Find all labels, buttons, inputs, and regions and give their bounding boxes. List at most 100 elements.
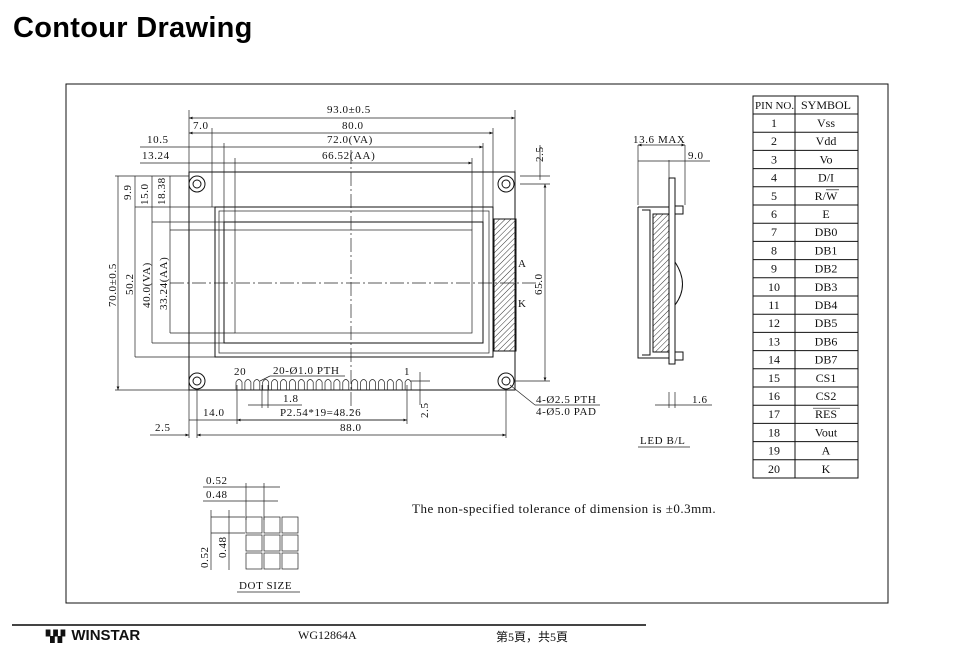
dot-height: 0.48 [217,536,229,558]
dot-cell [281,534,299,552]
pin-symbol: DB2 [815,262,838,276]
pin-pad [386,379,394,390]
dim-1-8: 1.8 [283,393,299,405]
dim-9-9: 9.9 [122,184,134,200]
pin-symbol: Vout [815,425,838,439]
dim-40-va: 40.0(VA) [141,262,153,308]
dim-70: 70.0±0.5 [107,263,119,307]
pin-symbol: K [822,462,831,476]
hole-note-pad: 4-Ø5.0 PAD [536,406,597,418]
dim-80: 80.0 [342,120,364,132]
pin-20-label: 20 [234,366,246,378]
dim-pitch: P2.54*19=48.26 [280,407,361,419]
pin-pad [342,379,350,390]
pin-number: 17 [768,407,780,421]
pin-pad [315,379,323,390]
pin-number: 10 [768,280,780,294]
dim-10-5: 10.5 [147,134,169,146]
pin-symbol: R/W [815,189,838,203]
dim-13-6-max: 13.6 MAX [633,134,685,146]
dim-72-va: 72.0(VA) [327,134,373,146]
pin-pad [351,379,359,390]
dim-15: 15.0 [139,183,151,205]
pth-note: 20-Ø1.0 PTH [273,365,340,377]
pin-pad [306,379,314,390]
pin-symbol: D/I [818,171,834,185]
viewing-area [223,221,484,344]
tolerance-note: The non-specified tolerance of dimension… [412,501,716,516]
pin-symbol: Vo [819,152,832,166]
mounting-hole [188,175,206,193]
pin-number: 12 [768,316,780,330]
pin-symbol: A [822,444,831,458]
dot-height-pitch: 0.52 [199,546,211,568]
table-row: 3 Vo [771,152,833,166]
pin-pad [297,379,305,390]
pin-number: 6 [771,207,777,221]
active-area [234,229,473,334]
pin-symbol: CS2 [816,389,837,403]
pin-symbol: DB4 [815,298,838,312]
dot-cell [263,516,281,534]
dim-13-24: 13.24 [142,150,170,162]
drawing-frame [65,83,889,604]
symbol-header: SYMBOL [801,98,851,112]
dim-18-38: 18.38 [156,177,168,205]
pin-number: 1 [771,116,777,130]
dim-2-5-left: 2.5 [155,422,171,434]
pin-pad [253,379,261,390]
mounting-holes [188,175,515,390]
mounting-hole [497,372,515,390]
pin-number: 3 [771,152,777,166]
table-row: 14 DB7 [768,353,837,367]
mounting-hole [188,372,206,390]
table-row: 10 DB3 [768,280,837,294]
pin-symbol: DB3 [815,280,838,294]
dot-cell [263,552,281,570]
dot-cell [245,516,263,534]
dot-cell [263,534,281,552]
pin-number: 4 [771,171,777,185]
table-row: 1 Vss [771,116,835,130]
pin-number: 19 [768,444,780,458]
pin-symbol: RES [815,407,837,421]
label-anode: A [518,258,527,270]
pin-symbol: CS1 [816,371,837,385]
dim-65: 65.0 [533,273,545,295]
dim-88: 88.0 [340,422,362,434]
pin-number: 18 [768,425,780,439]
pin-number: 2 [771,134,777,148]
label-cathode: K [518,298,527,310]
side-view: 13.6 MAX 9.0 1.6 LED B/L [633,134,712,448]
dim-14: 14.0 [203,407,225,419]
model-number: WG12864A [298,628,357,642]
table-row: 4 D/I [771,171,834,185]
logo-mark-icon: ▚▚▘ [46,631,69,643]
table-row: 19 A [768,444,831,458]
table-row: 17 RES [768,407,840,421]
dim-1-6: 1.6 [692,394,708,406]
pin-pad [360,379,367,390]
pin-symbol: DB7 [815,353,838,367]
winstar-logo: ▚▚▘WINSTAR [46,627,140,644]
pin-pad [271,379,278,390]
dim-33-24-aa: 33.24(AA) [158,257,170,310]
pin-pad [324,379,332,390]
pin-number: 14 [768,353,780,367]
pin-symbol: DB0 [815,225,838,239]
pin-symbol: Vss [817,116,835,130]
pcb-edge [668,177,676,365]
pin-number: 20 [768,462,780,476]
brand-name: WINSTAR [71,627,141,644]
dot-size-detail: 0.52 0.48 0.52 0.48 DOT SIZE [199,475,300,593]
